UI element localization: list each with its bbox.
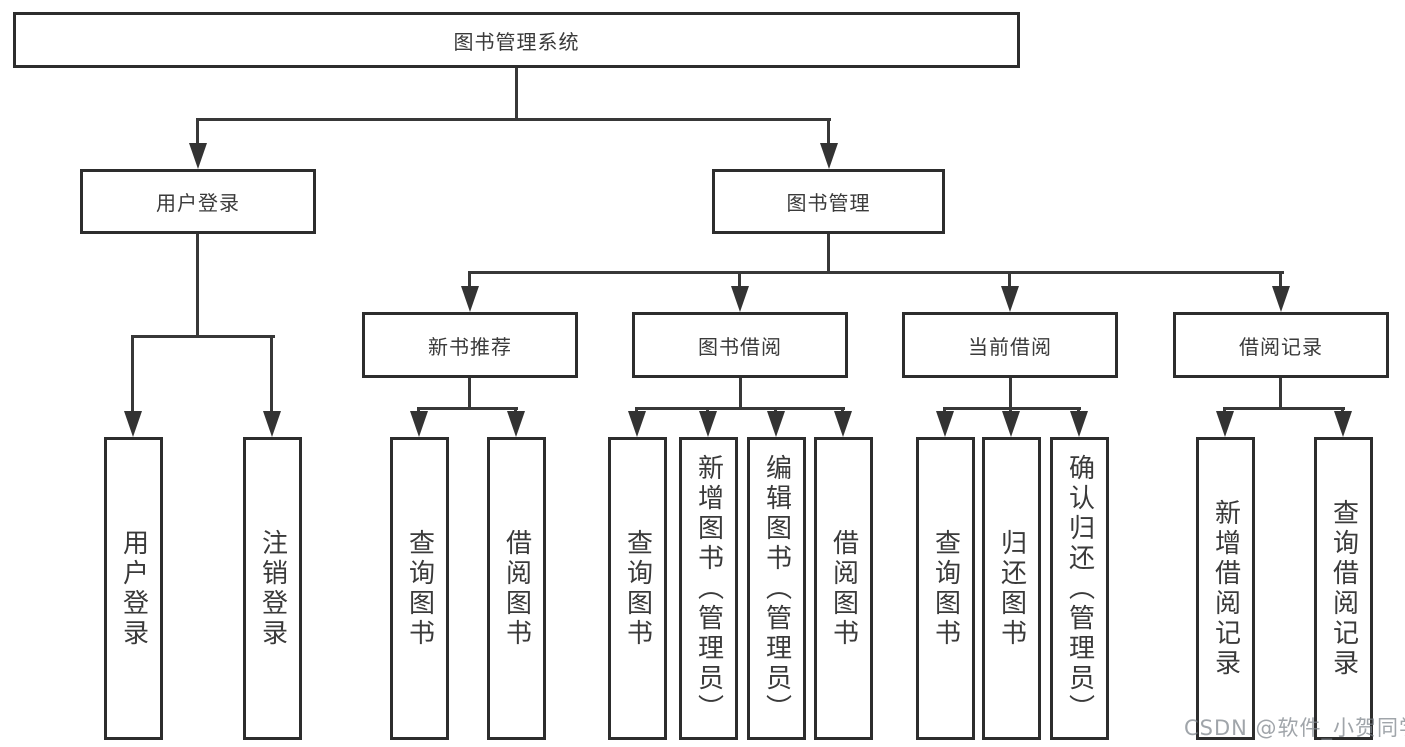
connector-line (1279, 378, 1282, 410)
node-label: 编辑图书（管理员） (761, 453, 792, 724)
connector-line (515, 68, 518, 121)
node-label: 归还图书 (996, 528, 1027, 649)
connector-arrow (767, 407, 785, 437)
node-label: 新增借阅记录 (1210, 498, 1241, 679)
node-label: 查询借阅记录 (1328, 498, 1359, 679)
node-add-borrow-record: 新增借阅记录 (1196, 437, 1255, 740)
node-book-borrowing: 图书借阅 (632, 312, 848, 378)
connector-arrow (263, 335, 281, 437)
connector-arrow (1001, 271, 1019, 312)
connector-line (636, 407, 845, 410)
connector-line (468, 378, 471, 410)
node-add-books-admin: 新增图书（管理员） (679, 437, 738, 740)
node-label: 用户登录 (118, 528, 149, 649)
node-label: 借阅图书 (501, 528, 532, 649)
node-query-books-current: 查询图书 (916, 437, 975, 740)
connector-arrow (936, 407, 954, 437)
node-borrow-books-borrowing: 借阅图书 (814, 437, 873, 740)
connector-line (944, 407, 1081, 410)
connector-arrow (820, 118, 838, 169)
connector-arrow (507, 407, 525, 437)
node-label: 注销登录 (257, 528, 288, 649)
node-borrowing-records: 借阅记录 (1173, 312, 1389, 378)
connector-line (739, 378, 742, 410)
connector-line (196, 118, 831, 121)
node-edit-books-admin: 编辑图书（管理员） (747, 437, 806, 740)
node-query-books-recommendation: 查询图书 (390, 437, 449, 740)
node-library-management-system: 图书管理系统 (13, 12, 1020, 68)
connector-arrow (1216, 407, 1234, 437)
node-label: 查询图书 (930, 528, 961, 649)
node-label: 图书借阅 (698, 334, 782, 359)
node-borrow-books-recommendation: 借阅图书 (487, 437, 546, 740)
connector-line (1224, 407, 1345, 410)
node-current-borrowing: 当前借阅 (902, 312, 1118, 378)
connector-arrow (124, 335, 142, 437)
connector-arrow (1002, 407, 1020, 437)
node-logout: 注销登录 (243, 437, 302, 740)
node-return-books: 归还图书 (982, 437, 1041, 740)
node-label: 新书推荐 (428, 334, 512, 359)
connector-arrow (834, 407, 852, 437)
node-label: 借阅记录 (1239, 334, 1323, 359)
connector-arrow (1070, 407, 1088, 437)
connector-line (132, 335, 275, 338)
node-label: 用户登录 (156, 191, 240, 215)
node-book-management: 图书管理 (712, 169, 945, 234)
node-user-login: 用户登录 (80, 169, 316, 234)
connector-line (196, 234, 199, 338)
node-label: 新增图书（管理员） (693, 453, 724, 724)
node-query-books-borrowing: 查询图书 (608, 437, 667, 740)
node-label: 当前借阅 (968, 334, 1052, 359)
connector-arrow (461, 271, 479, 312)
connector-line (468, 271, 1284, 274)
connector-line (827, 234, 830, 274)
node-label: 查询图书 (622, 528, 653, 649)
connector-arrow (189, 118, 207, 169)
connector-arrow (731, 271, 749, 312)
node-label: 确认归还（管理员） (1064, 453, 1095, 724)
node-new-book-recommendation: 新书推荐 (362, 312, 578, 378)
node-label: 查询图书 (404, 528, 435, 649)
node-user-login-leaf: 用户登录 (104, 437, 163, 740)
node-confirm-return-admin: 确认归还（管理员） (1050, 437, 1109, 740)
connector-arrow (699, 407, 717, 437)
connector-arrow (628, 407, 646, 437)
connector-arrow (410, 407, 428, 437)
node-label: 借阅图书 (828, 528, 859, 649)
connector-arrow (1334, 407, 1352, 437)
node-label: 图书管理系统 (453, 29, 580, 54)
node-label: 图书管理 (786, 191, 871, 215)
connector-line (418, 407, 518, 410)
csdn-watermark: CSDN @软件_小贺同学 (1184, 716, 1405, 740)
node-query-borrow-record: 查询借阅记录 (1314, 437, 1373, 740)
connector-line (1009, 378, 1012, 410)
connector-arrow (1272, 271, 1290, 312)
